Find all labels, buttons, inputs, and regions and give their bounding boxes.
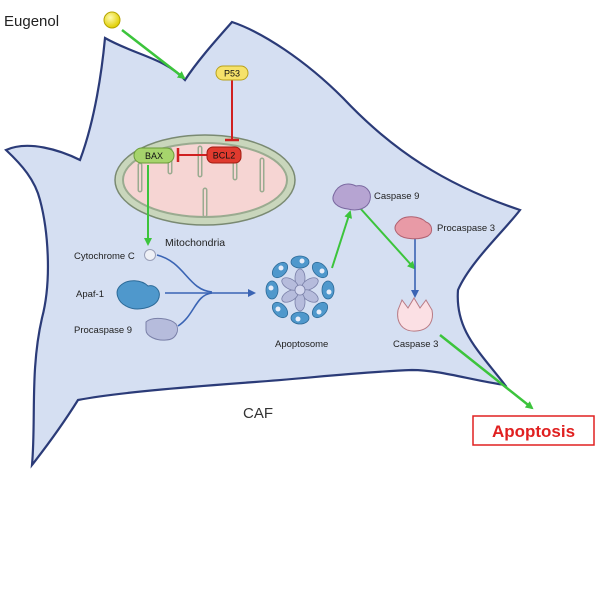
eugenol-molecule-icon <box>103 11 121 29</box>
caspase9-label: Caspase 9 <box>374 191 419 202</box>
bax-node <box>133 147 175 164</box>
apoptosome-icon <box>265 255 335 325</box>
eugenol-arrow <box>121 29 186 80</box>
bax-label: BAX <box>145 151 163 161</box>
apaf1-label: Apaf-1 <box>76 289 104 300</box>
p53-label: P53 <box>224 69 240 79</box>
caf-cell <box>4 20 522 469</box>
caspase9-protein-icon <box>332 183 371 211</box>
procaspase3-label: Procaspase 3 <box>437 223 495 234</box>
procaspase9-protein-icon <box>145 317 179 341</box>
apaf1-protein-icon <box>116 280 160 310</box>
procaspase9-label: Procaspase 9 <box>74 325 132 336</box>
casp3-to-apoptosis-arrow <box>439 334 534 410</box>
casp9-to-casp3-arrow <box>359 207 416 270</box>
procaspase3-protein-icon <box>394 216 433 240</box>
apoptosis-box <box>472 415 595 446</box>
cytochrome-c-icon <box>144 249 156 261</box>
caspase3-protein-icon <box>397 297 433 332</box>
caspase3-label: Caspase 3 <box>393 339 438 350</box>
apoptosis-label: Apoptosis <box>492 422 575 441</box>
cytochrome-c-label: Cytochrome C <box>74 251 135 262</box>
bcl2-node <box>206 146 242 164</box>
apoptosome-label: Apoptosome <box>275 339 328 350</box>
eugenol-label: Eugenol <box>4 13 59 30</box>
caf-label: CAF <box>243 405 273 422</box>
apoptosome-to-casp9-arrow <box>331 210 352 269</box>
mitochondria-label: Mitochondria <box>165 237 225 249</box>
bcl2-label: BCL2 <box>213 151 236 161</box>
p53-node <box>215 65 249 81</box>
